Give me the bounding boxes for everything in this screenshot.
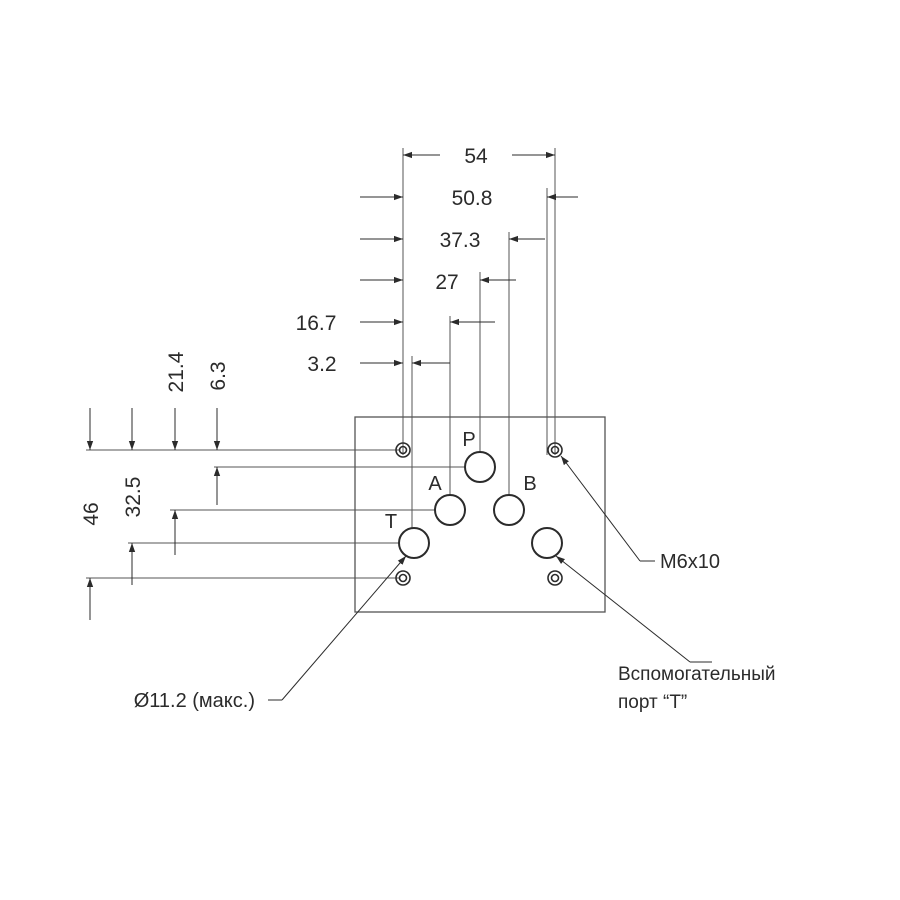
diameter-callout: Ø11.2 (макс.) — [134, 690, 255, 712]
port-holes — [398, 451, 563, 559]
port-b-hole — [493, 494, 525, 526]
bolt-hole-bottom-right — [547, 570, 563, 586]
leader-lines — [268, 455, 712, 701]
dim-16-7-label: 16.7 — [296, 312, 337, 335]
port-a-hole — [434, 494, 466, 526]
dim-46-label: 46 — [80, 502, 103, 525]
bolt-hole-bottom-left — [395, 570, 411, 586]
dim-21-4-label: 21.4 — [165, 351, 188, 392]
dim-50-8-label: 50.8 — [452, 187, 493, 210]
bolt-hole-top-left — [395, 442, 411, 458]
aux-port-t-hole — [531, 527, 563, 559]
bolt-holes — [395, 442, 563, 586]
dim-3-2-label: 3.2 — [307, 353, 336, 376]
port-t-label: T — [385, 511, 397, 533]
aux-port-callout-line2: порт “T” — [618, 692, 687, 713]
port-labels: P A B T — [385, 429, 537, 533]
port-b-label: B — [523, 473, 536, 495]
callout-labels: M6x10 Ø11.2 (макс.) Вспомогательный порт… — [134, 551, 776, 713]
dim-54-label: 54 — [464, 145, 488, 168]
dim-32-5-label: 32.5 — [122, 477, 145, 518]
dim-37-3-label: 37.3 — [440, 229, 481, 252]
aux-port-callout-line1: Вспомогательный — [618, 664, 776, 685]
dim-27-label: 27 — [435, 271, 458, 294]
vertical-dimension-lines — [86, 408, 221, 620]
dim-6-3-label: 6.3 — [207, 361, 230, 390]
dimension-labels: 54 50.8 37.3 27 16.7 3.2 46 32.5 21.4 6.… — [80, 145, 492, 526]
port-p-label: P — [462, 429, 475, 451]
port-a-label: A — [428, 473, 442, 495]
thread-callout: M6x10 — [660, 551, 720, 573]
horizontal-dimension-lines — [360, 151, 578, 367]
bolt-hole-top-right — [547, 442, 563, 458]
port-p-hole — [464, 451, 496, 483]
port-t-hole — [398, 527, 430, 559]
